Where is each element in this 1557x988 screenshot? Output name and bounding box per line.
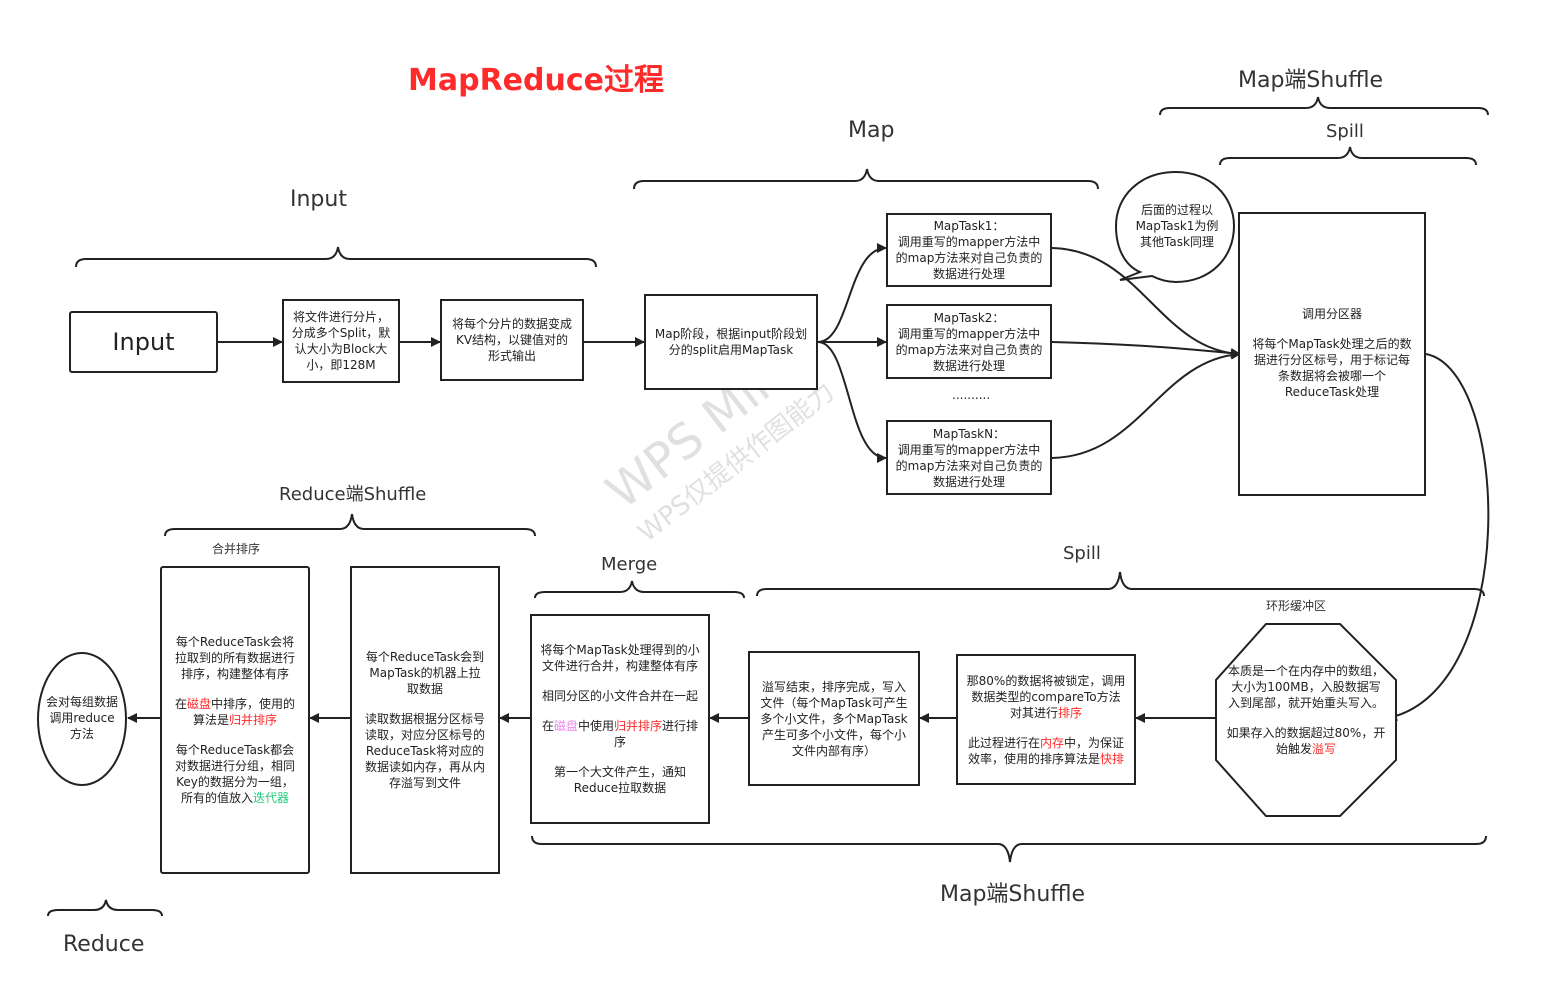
label-map-shuffle-bottom: Map端Shuffle: [940, 882, 1086, 907]
arrow-task1-partitioner: [1051, 247, 1241, 359]
reduce-ellipse: [37, 652, 127, 786]
maptask1-title: MapTask1：: [933, 219, 1005, 233]
arrow-task2-partitioner: [1051, 341, 1241, 359]
reduce-fetch-p2: 读取数据根据分区标号读取，对应分区标号的ReduceTask将对应的数据读如内存…: [364, 712, 485, 790]
lock-sort-p1-text: 那80%的数据将被锁定，调用数据类型的compareTo方法对其进行: [966, 673, 1126, 720]
reduce-sort-p2-a: 在: [174, 697, 187, 711]
label-reduce-shuffle: Reduce端Shuffle: [279, 484, 427, 505]
reduce-sort-p2: 在磁盘中排序，使用的算法是归并排序: [172, 696, 298, 728]
maptask1-box: MapTask1： 调用重写的mapper方法中的map方法来对自己负责的数据进…: [886, 213, 1052, 287]
merge-p3-a: 在: [541, 719, 554, 733]
label-ring-buffer: 环形缓冲区: [1266, 599, 1327, 613]
spill-end-text: 溢写结束，排序完成，写入文件（每个MapTask可产生多个小文件，多个MapTa…: [760, 679, 908, 758]
label-merge-sort: 合并排序: [212, 542, 261, 556]
label-reduce: Reduce: [63, 932, 145, 957]
reduce-sort-p2-b: 中排序，使用的算法是: [192, 697, 296, 727]
reduce-sort-mergesort-highlight: 归并排序: [229, 713, 278, 727]
label-spill-top: Spill: [1326, 121, 1364, 142]
maptask-ellipsis: ..........: [952, 388, 991, 402]
lock-sort-memory-highlight: 内存: [1039, 735, 1064, 750]
arrow-taskN-partitioner: [1051, 349, 1241, 459]
lock-sort-sort-highlight: 排序: [1058, 705, 1083, 720]
brace-input: [75, 246, 597, 268]
lock-sort-box: 那80%的数据将被锁定，调用数据类型的compareTo方法对其进行排序 此过程…: [956, 654, 1136, 785]
maptask2-title: MapTask2：: [933, 310, 1005, 325]
lock-sort-p2-text-a: 此过程进行在: [967, 735, 1040, 750]
reduce-fetch-p1: 每个ReduceTask会到MapTask的机器上拉取数据: [365, 650, 485, 696]
reduce-call-text: 会对每组数据调用reduce方法: [45, 695, 118, 741]
ring-buffer-p2: 如果存入的数据超过80%，开始触发溢写: [1226, 725, 1386, 757]
label-map-shuffle-top: Map端Shuffle: [1238, 68, 1384, 93]
brace-merge: [534, 580, 745, 599]
partitioner-body: 将每个MapTask处理之后的数据进行分区标号，用于标记每条数据将会被哪一个Re…: [1252, 337, 1412, 399]
ring-buffer-spill-highlight: 溢写: [1312, 742, 1337, 756]
brace-spill-bottom: [756, 571, 1485, 597]
kv-box-text: 将每个分片的数据变成KV结构，以键值对的形式输出: [452, 317, 573, 363]
merge-p3-c: 进行排序: [613, 719, 699, 749]
reduce-fetch-box: 每个ReduceTask会到MapTask的机器上拉取数据 读取数据根据分区标号…: [350, 566, 500, 874]
maptask2-body: 调用重写的mapper方法中的map方法来对自己负责的数据进行处理: [895, 326, 1043, 373]
label-map: Map: [848, 118, 895, 143]
brace-map: [633, 168, 1099, 190]
merge-mergesort-highlight: 归并排序: [614, 719, 663, 733]
ring-buffer-octagon: [1215, 623, 1397, 817]
lock-sort-p1: 那80%的数据将被锁定，调用数据类型的compareTo方法对其进行排序: [966, 673, 1126, 721]
split-box-text: 将文件进行分片，分成多个Split，默认大小为Block大小，即128M: [291, 310, 391, 372]
map-stage-text: Map阶段，根据input阶段划分的split启用MapTask: [654, 327, 808, 357]
map-stage-box: Map阶段，根据input阶段划分的split启用MapTask: [644, 294, 818, 390]
merge-p2: 相同分区的小文件合并在一起: [541, 689, 698, 703]
maptask1-body: 调用重写的mapper方法中的map方法来对自己负责的数据进行处理: [895, 235, 1043, 281]
spill-end-box: 溢写结束，排序完成，写入文件（每个MapTask可产生多个小文件，多个MapTa…: [748, 651, 920, 786]
ring-buffer-text: 本质是一个在内存中的数组，大小为100MB，入股数据写入到尾部，就开始重头写入。…: [1226, 663, 1386, 757]
split-box: 将文件进行分片，分成多个Split，默认大小为Block大小，即128M: [282, 299, 400, 383]
callout-text: 后面的过程以MapTask1为例其他Task同理: [1135, 203, 1219, 249]
maptask2-box: MapTask2： 调用重写的mapper方法中的map方法来对自己负责的数据进…: [886, 304, 1052, 379]
ring-buffer-p1: 本质是一个在内存中的数组，大小为100MB，入股数据写入到尾部，就开始重头写入。: [1227, 664, 1384, 710]
arrow-map-task1: [817, 243, 887, 343]
maptaskN-box: MapTaskN： 调用重写的mapper方法中的map方法来对自己负责的数据进…: [886, 420, 1052, 495]
label-spill-bottom: Spill: [1063, 543, 1101, 564]
arrow-map-taskN: [817, 341, 887, 463]
lock-sort-p2-text-b: 中，为保证效率，使用的排序算法是: [967, 735, 1125, 766]
reduce-sort-iterator-highlight: 迭代器: [253, 791, 290, 805]
reduce-sort-p1: 每个ReduceTask会将拉取到的所有数据进行排序，构建整体有序: [174, 635, 295, 681]
reduce-sort-p3: 每个ReduceTask都会对数据进行分组，相同Key的数据分为一组，所有的值放…: [172, 742, 298, 806]
partitioner-box: 调用分区器 将每个MapTask处理之后的数据进行分区标号，用于标记每条数据将会…: [1238, 212, 1426, 496]
maptaskN-title: MapTaskN：: [932, 426, 1006, 441]
page-title: MapReduce过程: [408, 63, 664, 98]
lock-sort-p2: 此过程进行在内存中，为保证效率，使用的排序算法是快排: [966, 735, 1126, 767]
label-merge: Merge: [601, 554, 658, 575]
input-box: Input: [69, 311, 218, 373]
lock-sort-quicksort-highlight: 快排: [1100, 751, 1125, 766]
brace-map-shuffle-bottom: [531, 835, 1487, 863]
label-input: Input: [290, 187, 347, 212]
merge-p1: 将每个MapTask处理得到的小文件进行合并，构建整体有序: [540, 643, 700, 673]
brace-map-shuffle-top: [1159, 96, 1489, 116]
brace-reduce: [47, 899, 163, 917]
ring-buffer-p2-text: 如果存入的数据超过80%，开始触发: [1226, 726, 1386, 756]
maptaskN-body: 调用重写的mapper方法中的map方法来对自己负责的数据进行处理: [895, 442, 1043, 489]
reduce-sort-box: 每个ReduceTask会将拉取到的所有数据进行排序，构建整体有序 在磁盘中排序…: [160, 566, 310, 874]
brace-reduce-shuffle: [164, 513, 536, 537]
brace-spill-top: [1219, 146, 1477, 166]
merge-p3: 在磁盘中使用归并排序进行排序: [540, 718, 700, 750]
reduce-sort-disk-highlight: 磁盘: [186, 697, 211, 711]
merge-p4: 第一个大文件产生，通知Reduce拉取数据: [553, 765, 686, 795]
partitioner-title: 调用分区器: [1301, 307, 1362, 321]
merge-disk-highlight: 磁盘: [553, 719, 578, 733]
merge-box: 将每个MapTask处理得到的小文件进行合并，构建整体有序 相同分区的小文件合并…: [530, 614, 710, 824]
input-box-label: Input: [112, 328, 175, 356]
merge-p3-b: 中使用: [577, 719, 614, 733]
arrow-partitioner-ring: [1387, 353, 1490, 722]
reduce-sort-p3-a: 每个ReduceTask都会对数据进行分组，相同Key的数据分为一组，所有的值放…: [174, 743, 295, 805]
callout-bubble: [1114, 170, 1236, 284]
kv-box: 将每个分片的数据变成KV结构，以键值对的形式输出: [440, 299, 584, 381]
